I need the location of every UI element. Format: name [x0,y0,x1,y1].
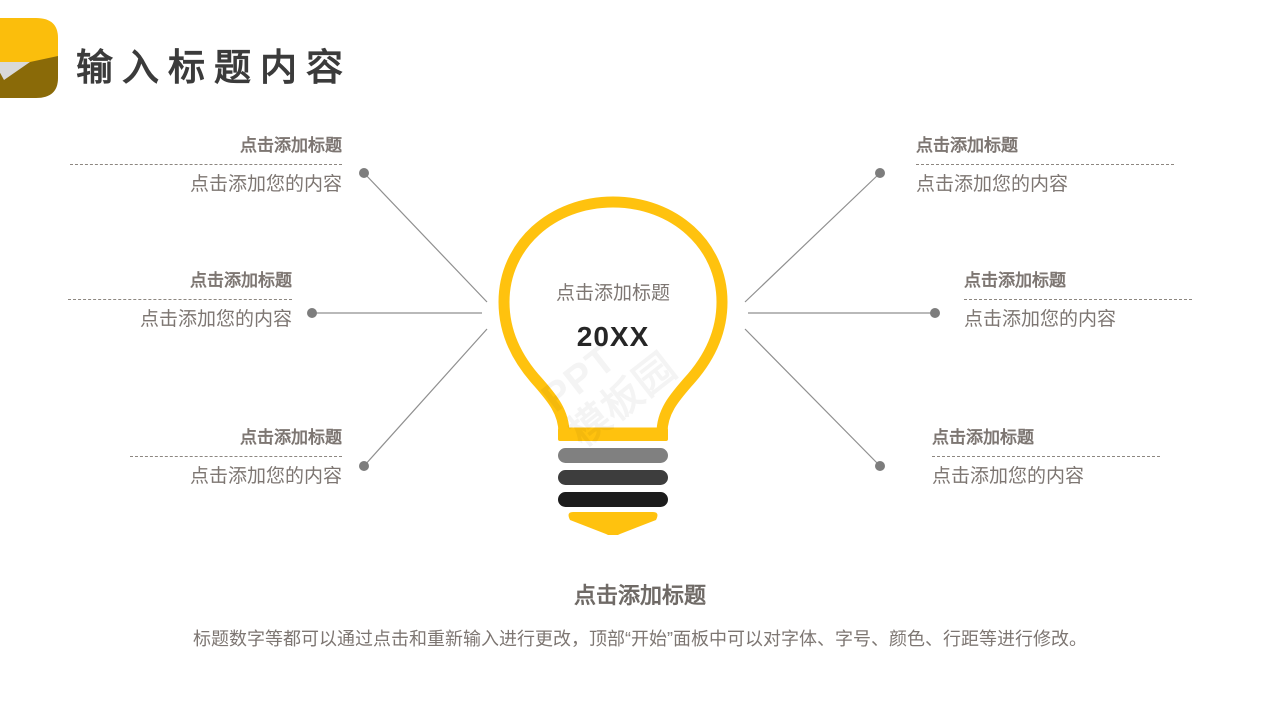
lightbulb-icon [498,196,728,535]
callout-title[interactable]: 点击添加标题 [240,136,342,155]
footer-body[interactable]: 标题数字等都可以通过点击和重新输入进行更改，顶部“开始”面板中可以对字体、字号、… [193,629,1087,649]
callout-divider [70,164,342,165]
callout-body[interactable]: 点击添加您的内容 [964,309,1117,330]
connector-line-left-top [363,172,488,303]
ribbon-decoration [0,18,58,98]
callout-title[interactable]: 点击添加标题 [240,428,342,447]
callout-title[interactable]: 点击添加标题 [964,271,1066,290]
callout-body[interactable]: 点击添加您的内容 [139,309,292,330]
callout-body[interactable]: 点击添加您的内容 [932,466,1085,487]
connector-line-right-top [744,172,881,303]
bulb-title[interactable]: 点击添加标题 [555,283,670,304]
callout-body[interactable]: 点击添加您的内容 [189,174,342,195]
callout-left-bottom[interactable]: 点击添加标题 点击添加您的内容 [130,426,342,490]
bulb-glass-outline [498,196,728,439]
ribbon-top-fold [0,18,58,66]
callout-title[interactable]: 点击添加标题 [190,271,292,290]
bulb-base-plate [558,428,668,441]
callout-divider [932,456,1160,457]
connector-dot-left-mid [307,308,317,318]
callout-title[interactable]: 点击添加标题 [932,428,1034,447]
bulb-base-bar-3 [558,492,668,507]
callout-left-mid[interactable]: 点击添加标题 点击添加您的内容 [68,269,292,333]
bulb-year[interactable]: 20XX [576,321,650,352]
callout-divider [130,456,342,457]
bulb-base-bar-2 [558,470,668,485]
callout-title[interactable]: 点击添加标题 [916,136,1018,155]
callout-body[interactable]: 点击添加您的内容 [189,466,342,487]
callout-left-top[interactable]: 点击添加标题 点击添加您的内容 [70,134,342,198]
ribbon-inner-crease [0,62,30,80]
callout-right-top[interactable]: 点击添加标题 点击添加您的内容 [916,134,1174,198]
bulb-base-bar-1 [558,448,668,463]
bulb-tip [568,512,658,535]
connector-dot-right-mid [930,308,940,318]
callout-divider [916,164,1174,165]
connector-line-right-bottom [744,328,881,467]
connector-line-left-bottom [363,328,488,467]
callout-divider [68,299,292,300]
connector-dot-left-bottom [359,461,369,471]
page-title: 输入标题内容 [76,47,352,88]
connector-dot-left-top [359,168,369,178]
callout-body[interactable]: 点击添加您的内容 [916,174,1069,195]
connector-dot-right-top [875,168,885,178]
callout-right-mid[interactable]: 点击添加标题 点击添加您的内容 [964,269,1192,333]
footer-title[interactable]: 点击添加标题 [573,583,706,608]
connector-dot-right-bottom [875,461,885,471]
callout-right-bottom[interactable]: 点击添加标题 点击添加您的内容 [932,426,1160,490]
callout-divider [964,299,1192,300]
